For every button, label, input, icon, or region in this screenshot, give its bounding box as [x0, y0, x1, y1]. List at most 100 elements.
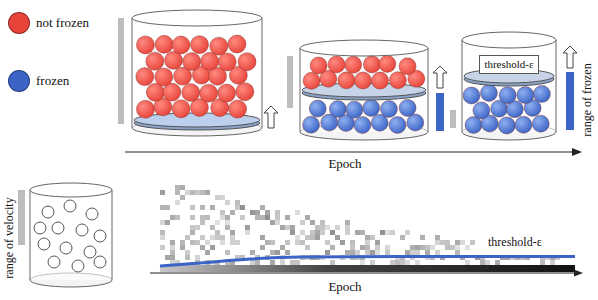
frozen-ball — [532, 115, 549, 132]
velocity-cell — [435, 240, 440, 245]
velocity-cell — [360, 260, 365, 265]
velocity-cell — [210, 205, 215, 210]
velocity-cell — [330, 230, 335, 235]
velocity-cell — [405, 250, 410, 255]
velocity-cell — [240, 205, 245, 210]
velocity-cell — [205, 250, 210, 255]
velocity-cell — [165, 205, 170, 210]
velocity-cell — [400, 235, 405, 240]
velocity-cell — [180, 245, 185, 250]
velocity-cell — [165, 205, 170, 210]
velocity-cell — [415, 260, 420, 265]
velocity-cell — [280, 245, 285, 250]
increase-arrow — [433, 66, 447, 88]
velocity-cell — [415, 250, 420, 255]
velocity-range-bar — [18, 190, 25, 245]
velocity-cell — [215, 230, 220, 235]
velocity-cell — [200, 220, 205, 225]
velocity-cell — [265, 210, 270, 215]
frozen-ball — [303, 116, 320, 133]
velocity-cell — [365, 240, 370, 245]
velocity-cell — [190, 205, 195, 210]
velocity-cell — [285, 225, 290, 230]
velocity-cell — [275, 215, 280, 220]
velocity-cell — [285, 250, 290, 255]
velocity-cell — [335, 235, 340, 240]
velocity-cell — [280, 260, 285, 265]
velocity-cell — [245, 230, 250, 235]
cylinder-side — [556, 40, 557, 132]
frozen-ball — [309, 100, 326, 117]
velocity-cell — [195, 225, 200, 230]
frozen-ball — [517, 87, 534, 104]
axis-arrowhead — [572, 148, 582, 156]
velocity-cell — [355, 230, 360, 235]
velocity-cell — [325, 250, 330, 255]
cylinder-rim — [132, 10, 262, 26]
cylinder-side — [300, 48, 301, 132]
frozen-ball — [533, 85, 550, 102]
velocity-cell — [260, 235, 265, 240]
velocity-cell — [290, 225, 295, 230]
velocity-cell — [290, 260, 295, 265]
legend-text: frozen — [36, 74, 69, 88]
unfrozen-ball — [136, 68, 154, 86]
epoch-axis — [150, 273, 576, 274]
velocity-cell — [225, 225, 230, 230]
velocity-cell — [245, 225, 250, 230]
velocity-cell — [180, 185, 185, 190]
velocity-cell — [445, 245, 450, 250]
velocity-cell — [205, 190, 210, 195]
cylinder-side — [112, 190, 113, 280]
cylinder-rim — [462, 32, 556, 48]
velocity-cell — [305, 235, 310, 240]
velocity-cell — [170, 245, 175, 250]
velocity-cell — [295, 235, 300, 240]
velocity-cell — [185, 250, 190, 255]
velocity-cell — [295, 210, 300, 215]
unfrozen-ball — [155, 68, 173, 86]
container — [462, 32, 556, 140]
velocity-cell — [385, 230, 390, 235]
velocity-cell — [390, 260, 395, 265]
velocity-cell — [165, 255, 170, 260]
velocity-cell — [335, 235, 340, 240]
velocity-cell — [345, 250, 350, 255]
velocity-cell — [435, 250, 440, 255]
particle — [86, 208, 98, 220]
velocity-cell — [550, 260, 555, 265]
velocity-scatter — [160, 185, 560, 265]
particle — [94, 230, 106, 242]
velocity-cell — [455, 240, 460, 245]
velocity-cell — [210, 245, 215, 250]
frozen-ball — [463, 87, 480, 104]
velocity-cell — [330, 260, 335, 265]
velocity-cell — [275, 250, 280, 255]
velocity-cell — [290, 230, 295, 235]
particle — [42, 206, 54, 218]
velocity-cell — [200, 215, 205, 220]
velocity-cell — [350, 250, 355, 255]
velocity-cell — [175, 200, 180, 205]
cylinder-side — [30, 190, 31, 280]
velocity-cell — [460, 240, 465, 245]
cylinder-rim — [300, 40, 428, 56]
legend-text: not frozen — [36, 16, 89, 30]
velocity-cell — [385, 250, 390, 255]
velocity-cell — [305, 215, 310, 220]
particle — [64, 200, 76, 212]
axis-label-vertical: range of velocity — [3, 197, 16, 278]
velocity-cell — [360, 230, 365, 235]
velocity-cell — [365, 235, 370, 240]
velocity-cell — [220, 195, 225, 200]
velocity-cell — [190, 225, 195, 230]
unfrozen-ball — [363, 56, 380, 73]
cylinder-body — [30, 190, 112, 280]
velocity-cell — [200, 190, 205, 195]
velocity-cell — [265, 215, 270, 220]
velocity-cell — [320, 230, 325, 235]
velocity-cell — [220, 210, 225, 215]
velocity-cell — [215, 195, 220, 200]
velocity-cell — [260, 245, 265, 250]
velocity-cell — [450, 245, 455, 250]
